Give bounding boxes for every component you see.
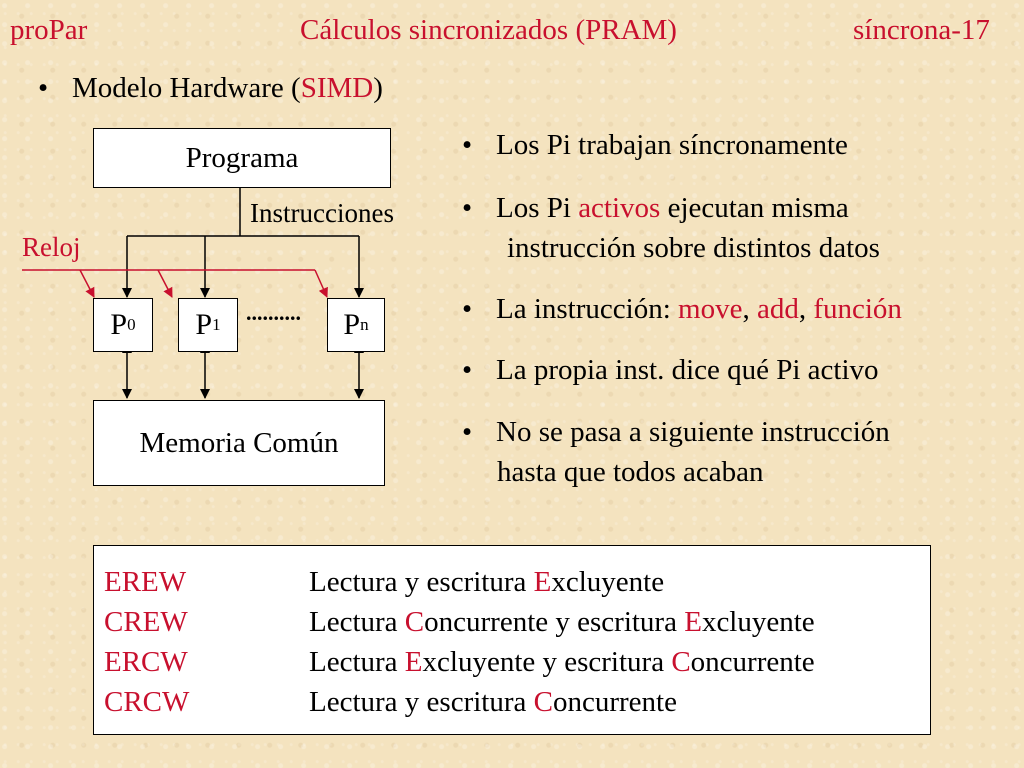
bullet-dot: • [462, 416, 473, 448]
mode-desc-part: oncurrente [552, 686, 677, 718]
bullet-dot: • [462, 129, 473, 161]
mode-desc-highlight: E [684, 606, 702, 638]
bullet-dot: • [462, 354, 473, 386]
point-3-sep2: , [798, 293, 814, 325]
mode-desc-part: Lectura y escritura [309, 686, 534, 718]
point-4-text: La propia inst. dice qué Pi activo [496, 354, 879, 386]
point-3: • La instrucción: move, add, función [462, 290, 902, 328]
program-box: Programa [93, 128, 391, 188]
memory-box: Memoria Común [93, 400, 385, 486]
mode-desc: Lectura Excluyente y escritura Concurren… [309, 642, 815, 682]
point-2-text-b: ejecutan misma [660, 192, 849, 224]
mode-row-crcw: CRCW Lectura y escritura Concurrente [104, 682, 815, 722]
point-2-text-a: Los Pi [496, 192, 579, 224]
mode-desc-part: xcluyente [701, 606, 815, 638]
point-5-line2: hasta que todos acaban [497, 456, 764, 488]
processor-pn-base: P [343, 308, 361, 341]
slide-number: síncrona-17 [853, 14, 990, 46]
mode-desc-part: Lectura [309, 646, 405, 678]
point-5: • No se pasa a siguiente instrucción [462, 413, 890, 451]
processor-p1-base: P [195, 308, 213, 341]
memory-bus [122, 343, 364, 399]
subtitle-after: ) [373, 72, 383, 104]
instruction-bus [122, 188, 364, 298]
bullet-dot: • [462, 192, 473, 224]
point-3-sep1: , [742, 293, 757, 325]
point-3-move: move [678, 293, 743, 325]
mode-desc-part: xcluyente [551, 566, 665, 598]
mode-code: CRCW [104, 686, 190, 718]
point-1: • Los Pi trabajan síncronamente [462, 126, 848, 164]
mode-desc-highlight: C [533, 686, 553, 718]
mode-code: CREW [104, 606, 188, 638]
mode-code: ERCW [104, 646, 188, 678]
point-2-highlight: activos [578, 192, 661, 224]
mode-row-ercw: ERCW Lectura Excluyente y escritura Conc… [104, 642, 815, 682]
mode-desc-highlight: E [404, 646, 423, 678]
processor-p0-base: P [110, 308, 128, 341]
processor-p1-sub: 1 [212, 315, 221, 334]
mode-row-erew: EREW Lectura y escritura Excluyente [104, 562, 815, 602]
point-2-line2: instrucción sobre distintos datos [507, 232, 880, 264]
point-3-text: La instrucción: [496, 293, 679, 325]
subtitle-before: Modelo Hardware ( [72, 72, 301, 104]
processor-p0-sub: 0 [127, 315, 136, 334]
clock-line [22, 269, 328, 298]
point-3-add: add [756, 293, 799, 325]
mode-desc: Lectura y escritura Excluyente [309, 562, 664, 602]
mode-desc-part: oncurrente y escritura [424, 606, 685, 638]
mode-desc-highlight: C [671, 646, 691, 678]
subtitle-highlight: SIMD [300, 72, 374, 104]
mode-desc-highlight: C [404, 606, 425, 638]
clock-label: Reloj [22, 232, 81, 262]
point-2: • Los Pi activos ejecutan misma [462, 189, 849, 227]
subtitle-bullet: • Modelo Hardware (SIMD) [38, 72, 383, 105]
point-3-funcion: función [813, 293, 902, 325]
mode-code: EREW [104, 566, 187, 598]
point-5-text: No se pasa a siguiente instrucción [496, 416, 890, 448]
mode-desc-part: Lectura [309, 606, 405, 638]
mode-desc-part: oncurrente [690, 646, 815, 678]
mode-row-crew: CREW Lectura Concurrente y escritura Exc… [104, 602, 815, 642]
instructions-label: Instrucciones [250, 198, 394, 228]
pram-modes-table: EREW Lectura y escritura Excluyente CREW… [104, 562, 815, 722]
processor-pn-sub: n [360, 315, 369, 334]
slide-title: Cálculos sincronizados (PRAM) [300, 14, 677, 46]
mode-desc-part: xcluyente y escritura [422, 646, 672, 678]
mode-desc-highlight: E [533, 566, 552, 598]
point-1-text: Los Pi trabajan síncronamente [496, 129, 848, 161]
bullet-dot: • [462, 293, 473, 325]
processor-ellipsis: .......... [246, 300, 301, 325]
mode-desc-part: Lectura y escritura [309, 566, 534, 598]
mode-desc: Lectura y escritura Concurrente [309, 682, 677, 722]
mode-desc: Lectura Concurrente y escritura Excluyen… [309, 602, 815, 642]
header-left: proPar [10, 14, 88, 46]
point-4: • La propia inst. dice qué Pi activo [462, 351, 879, 389]
pram-modes-box: EREW Lectura y escritura Excluyente CREW… [93, 545, 931, 735]
bullet-dot: • [38, 72, 49, 104]
